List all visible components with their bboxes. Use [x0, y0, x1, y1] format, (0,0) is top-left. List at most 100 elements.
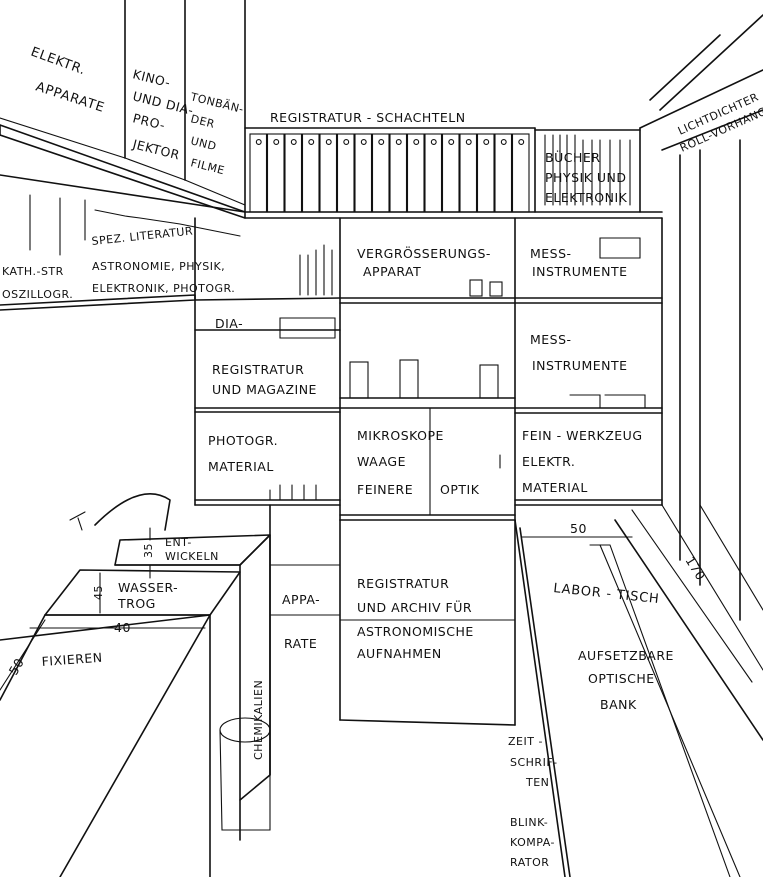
label-registratur-magazine-1: REGISTRATUR — [212, 362, 304, 377]
binder-box — [406, 133, 425, 213]
upper-wall-cabinet — [0, 0, 246, 219]
binder-hole — [343, 139, 350, 145]
label-mess-1b: INSTRUMENTE — [532, 264, 628, 279]
label-elektr-apparate-2: APPARATE — [34, 80, 107, 116]
label-entwickeln-2: WICKELN — [165, 550, 219, 563]
label-photogr-1: PHOTOGR. — [208, 433, 278, 448]
label-elektr: ELEKTR. — [522, 454, 575, 469]
binder-box — [494, 133, 513, 213]
labels: ELEKTR. APPARATE KINO- UND DIA- PRO- JEK… — [2, 45, 763, 869]
dim-170: 170 — [682, 554, 708, 583]
label-zeitschriften-3: TEN — [525, 776, 549, 789]
binder-hole — [325, 139, 332, 145]
label-zeitschriften-1: ZEIT - — [508, 735, 543, 748]
label-dia: DIA- — [215, 316, 243, 331]
dim-50-left: 50 — [6, 655, 27, 677]
binder-box — [319, 133, 338, 213]
label-registratur-archiv-4: AUFNAHMEN — [357, 646, 442, 661]
binder-hole — [483, 139, 490, 145]
label-blinkkomparator-3: RATOR — [510, 856, 549, 869]
dim-45: 45 — [92, 585, 105, 600]
binder-hole — [448, 139, 455, 145]
label-rate: RATE — [284, 636, 317, 651]
binder-box — [336, 133, 355, 213]
dim-50-right: 50 — [570, 521, 587, 536]
label-optik: OPTIK — [440, 482, 480, 497]
label-kath-str: KATH.-STR — [2, 265, 64, 278]
label-appa: APPA- — [282, 592, 320, 607]
binder-hole — [395, 139, 402, 145]
binder-box — [511, 133, 530, 213]
dimension-lines — [0, 509, 753, 691]
binder-hole — [360, 139, 367, 145]
label-tonbaender-1: TONBÄN- — [188, 90, 245, 116]
label-spez-literatur-1: SPEZ. LITERATUR — [91, 224, 194, 248]
main-shelf-unit — [194, 217, 663, 521]
binder-box — [459, 133, 478, 213]
label-optische-bank-1: AUFSETZBARE — [578, 648, 674, 663]
label-entwickeln-1: ENT- — [165, 536, 192, 549]
binder-hole — [255, 139, 262, 145]
label-mikroskope: MIKROSKOPE — [357, 428, 444, 443]
binder-box — [371, 133, 390, 213]
binder-box — [441, 133, 460, 213]
label-blinkkomparator-1: BLINK- — [510, 816, 548, 829]
label-fixieren: FIXIEREN — [41, 650, 103, 669]
binder-box — [284, 133, 303, 213]
dim-40: 40 — [114, 620, 131, 635]
label-registratur-archiv-1: REGISTRATUR — [357, 576, 449, 591]
label-vergroesserung-2: APPARAT — [363, 264, 421, 279]
label-material: MATERIAL — [522, 480, 588, 495]
label-fein-werkzeug: FEIN - WERKZEUG — [522, 428, 643, 443]
label-oszillogr: OSZILLOGR. — [2, 288, 73, 301]
binder-hole — [465, 139, 472, 145]
binder-hole — [308, 139, 315, 145]
label-registratur-schachteln: REGISTRATUR - SCHACHTELN — [270, 110, 466, 125]
darkroom-sink — [0, 493, 271, 877]
label-tonbaender-3: UND — [189, 134, 218, 153]
label-buecher-2: PHYSIK UND — [545, 170, 627, 185]
window-roller-blind — [639, 14, 763, 671]
binder-shelf — [244, 127, 663, 219]
binder-box — [389, 133, 408, 213]
label-feinere: FEINERE — [357, 482, 413, 497]
label-registratur-archiv-2: UND ARCHIV FÜR — [357, 599, 472, 615]
binder-box — [266, 133, 285, 213]
binder-hole — [273, 139, 280, 145]
binder-hole — [413, 139, 420, 145]
binder-box — [476, 133, 495, 213]
dim-35: 35 — [142, 543, 155, 558]
label-waage: WAAGE — [357, 454, 406, 469]
label-registratur-magazine-2: UND MAGAZINE — [212, 382, 317, 397]
label-mess-1a: MESS- — [530, 246, 572, 261]
label-spez-literatur-3: ELEKTRONIK, PHOTOGR. — [92, 282, 235, 295]
label-tonbaender-2: DER — [189, 112, 216, 131]
binder-box — [424, 133, 443, 213]
binder-hole — [500, 139, 507, 145]
label-kino-4: JEKTOR — [130, 136, 181, 162]
label-registratur-archiv-3: ASTRONOMISCHE — [357, 624, 474, 639]
label-mess-2b: INSTRUMENTE — [532, 358, 628, 373]
lab-table — [514, 519, 763, 877]
label-buecher-1: BÜCHER — [545, 149, 600, 165]
label-kino-3: PRO- — [131, 110, 167, 133]
label-blinkkomparator-2: KOMPA- — [510, 836, 555, 849]
label-optische-bank-3: BANK — [600, 697, 637, 712]
binder-box — [301, 133, 320, 213]
binder-hole — [290, 139, 297, 145]
label-elektr-apparate-1: ELEKTR. — [29, 45, 88, 79]
binder-hole — [518, 139, 525, 145]
label-spez-literatur-2: ASTRONOMIE, PHYSIK, — [92, 260, 225, 273]
label-wassertrog-1: WASSER- — [118, 580, 178, 595]
binder-box — [249, 133, 268, 213]
label-photogr-2: MATERIAL — [208, 459, 274, 474]
label-wassertrog-2: TROG — [117, 596, 156, 611]
binder-hole — [378, 139, 385, 145]
label-kino-1: KINO- — [131, 66, 172, 90]
label-optische-bank-2: OPTISCHE — [588, 671, 655, 686]
label-buecher-3: ELEKTRONIK — [545, 190, 628, 205]
label-vergroesserung-1: VERGRÖSSERUNGS- — [357, 245, 491, 261]
label-mess-2a: MESS- — [530, 332, 572, 347]
label-chemikalien: CHEMIKALIEN — [252, 680, 265, 760]
